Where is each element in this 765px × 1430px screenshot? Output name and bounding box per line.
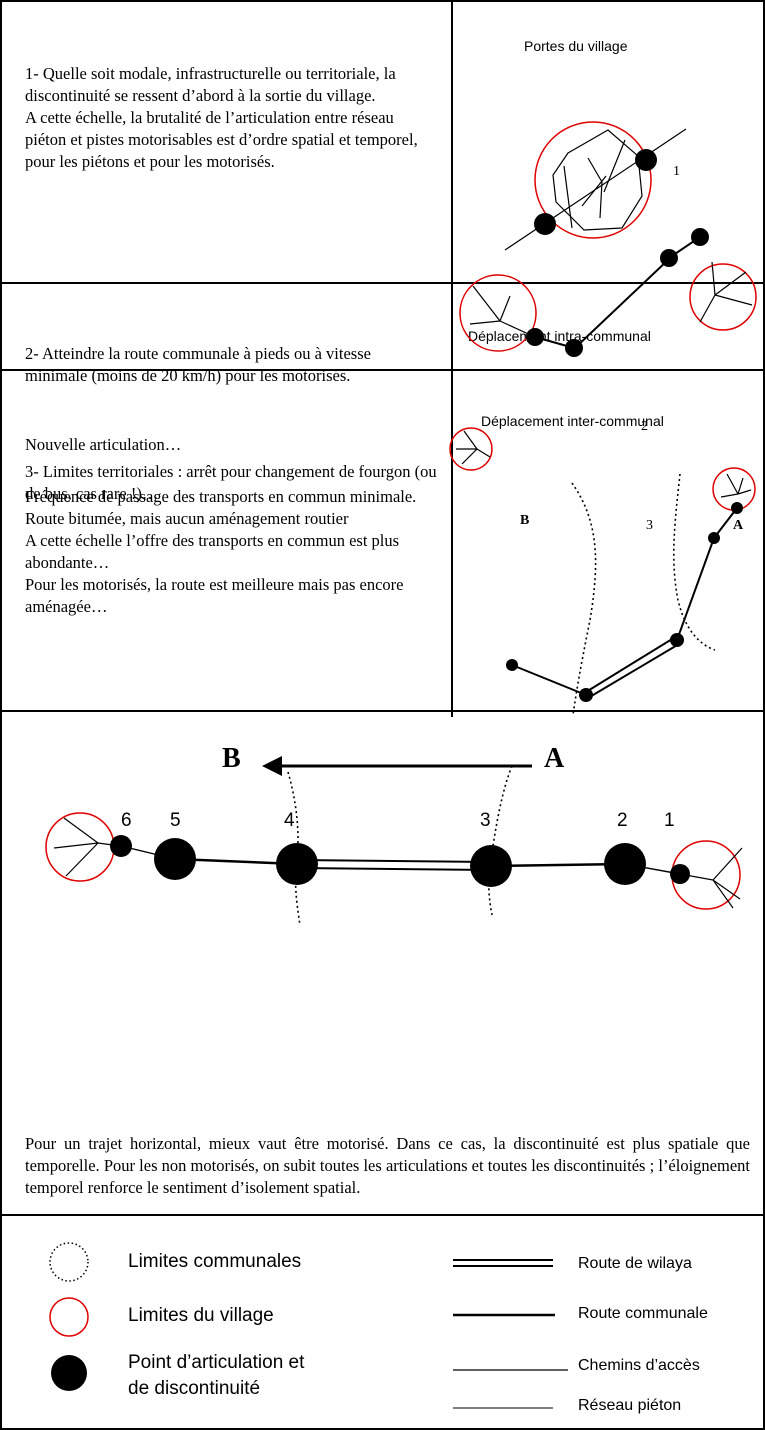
intra-communal-route [689, 261, 757, 331]
row-divider-3 [0, 710, 765, 712]
section3-diagram-title: Déplacement inter-communal [481, 413, 664, 429]
row-divider-4 [0, 1214, 765, 1216]
communal-limits-symbol [49, 1242, 89, 1282]
section3-text-b: A cette échelle l’offre des transports e… [25, 531, 404, 616]
section3-label-a: A [733, 518, 744, 533]
row-divider-2 [0, 369, 765, 371]
inter-communal-diagram [449, 427, 756, 716]
section1-articulation-point [534, 213, 556, 235]
stop-number-2: 2 [617, 810, 628, 831]
village-gate-diagram [504, 121, 687, 251]
stop-number-1: 1 [664, 810, 675, 831]
legend-symbols [49, 1242, 568, 1409]
section1-articulation-point [635, 149, 657, 171]
section2-diagram-label: 2 [641, 419, 648, 434]
legend-communal-limits: Limites communales [128, 1251, 302, 1272]
stop-number-5: 5 [170, 810, 181, 831]
column-divider [451, 0, 453, 717]
route-end-label: B [222, 743, 241, 774]
legend-pedestrian-network: Réseau piéton [578, 1397, 682, 1414]
legend-access-path: Chemins d’accès [578, 1357, 700, 1374]
stop-number-3: 3 [480, 810, 491, 831]
legend-wilaya-road: Route de wilaya [578, 1255, 692, 1272]
section1-diagram-title: Portes du village [524, 38, 628, 54]
direction-arrow-head [262, 756, 282, 776]
section2-diagram-title: Déplacement intra-communal [468, 328, 651, 344]
section3-text-a: 3- Limites territoriales : arrêt pour ch… [25, 462, 437, 503]
route-start-label: A [544, 743, 565, 774]
row-divider-1 [0, 282, 765, 284]
stop-number-4: 4 [284, 810, 295, 831]
horizontal-route-diagram [45, 756, 743, 926]
village-limits-symbol [49, 1297, 89, 1337]
section3-label-3: 3 [646, 518, 653, 533]
section1-text: 1- Quelle soit modale, infrastructurelle… [25, 64, 418, 171]
section3-label-b: B [520, 513, 530, 528]
section4-text: Pour un trajet horizontal, mieux vaut êt… [25, 1134, 750, 1197]
section2-text-c: Fréquence de passage des transports en c… [25, 487, 417, 528]
articulation-point-symbol [51, 1355, 87, 1391]
legend-communal-road: Route communale [578, 1305, 708, 1322]
stop-number-6: 6 [121, 810, 132, 831]
legend-village-limits: Limites du village [128, 1305, 274, 1326]
section2-text-b: Nouvelle articulation… [25, 435, 182, 454]
intra-communal-drawing [459, 274, 583, 357]
section1-diagram-label: 1 [673, 164, 680, 179]
legend-articulation-point: Point d’articulation et de discontinuité [128, 1352, 305, 1399]
section2-text-a: 2- Atteindre la route communale à pieds … [25, 344, 371, 385]
